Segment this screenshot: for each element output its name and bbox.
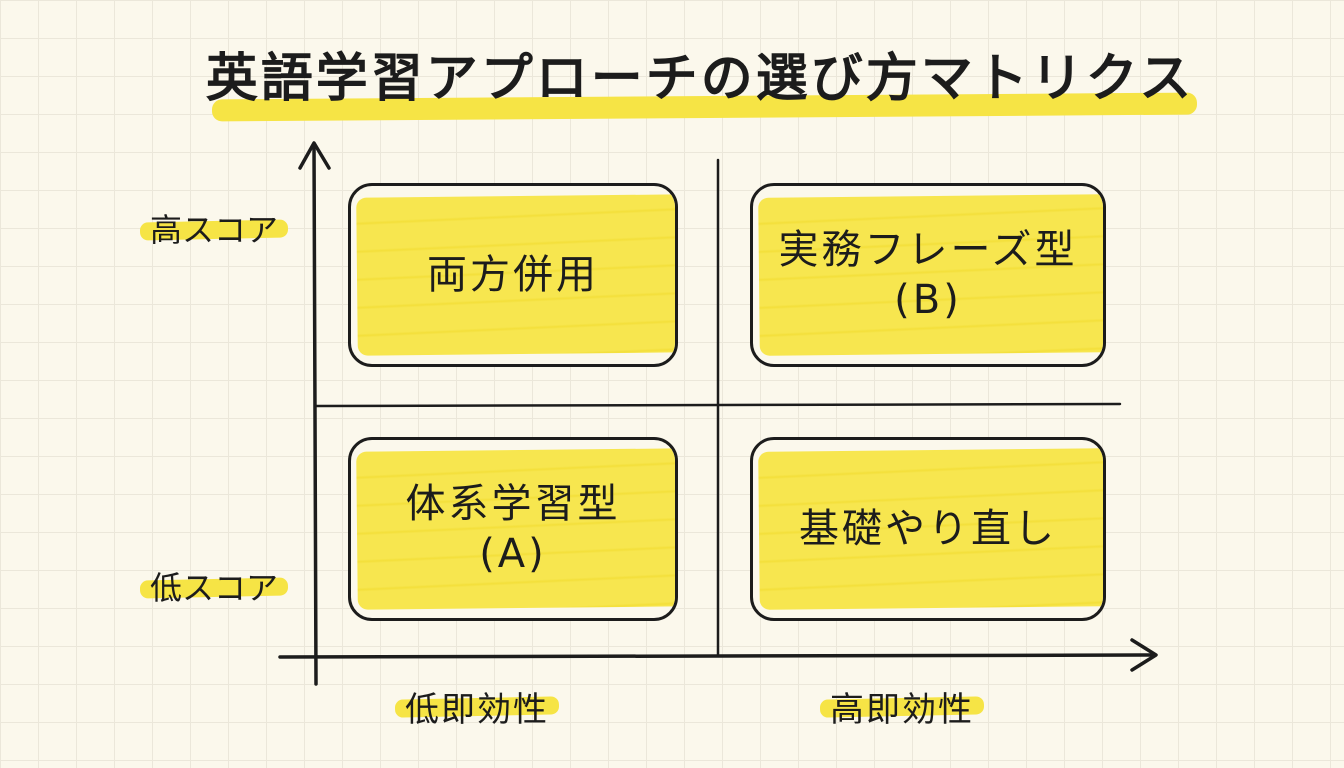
quadrant-label: 体系学習型 (405, 481, 621, 527)
quadrant-sublabel: (B) (894, 277, 962, 323)
quadrant-text: 両方併用 (351, 186, 675, 364)
quadrant-text: 基礎やり直し (753, 440, 1103, 618)
quadrant-top-right: 実務フレーズ型 (B) (750, 183, 1106, 367)
y-axis-low-label: 低スコア (139, 563, 289, 609)
y-axis-line (312, 142, 318, 686)
quadrant-bottom-right: 基礎やり直し (750, 437, 1106, 621)
x-low-text: 低即効性 (405, 690, 549, 730)
y-high-text: 高スコア (150, 211, 279, 249)
quadrant-sublabel: (A) (479, 531, 547, 577)
quadrant-text: 体系学習型 (A) (351, 440, 675, 618)
x-axis-low-label: 低即効性 (394, 682, 560, 731)
x-axis-high-label: 高即効性 (819, 682, 985, 731)
y-low-text: 低スコア (150, 569, 279, 607)
quadrant-label: 基礎やり直し (799, 506, 1057, 552)
quadrant-label: 実務フレーズ型 (778, 227, 1078, 273)
y-axis-arrowhead (298, 141, 331, 170)
quadrant-text: 実務フレーズ型 (B) (753, 186, 1103, 364)
quadrant-label: 両方併用 (427, 252, 599, 298)
x-high-text: 高即効性 (830, 690, 974, 730)
horizontal-divider (314, 402, 1122, 408)
x-axis-arrowhead (1130, 638, 1158, 672)
matrix-title: 英語学習アプローチの選び方マトリクス (200, 28, 1200, 128)
y-axis-high-label: 高スコア (139, 205, 289, 251)
quadrant-bottom-left: 体系学習型 (A) (348, 437, 678, 621)
title-text: 英語学習アプローチの選び方マトリクス (205, 49, 1195, 109)
quadrant-top-left: 両方併用 (348, 183, 678, 367)
